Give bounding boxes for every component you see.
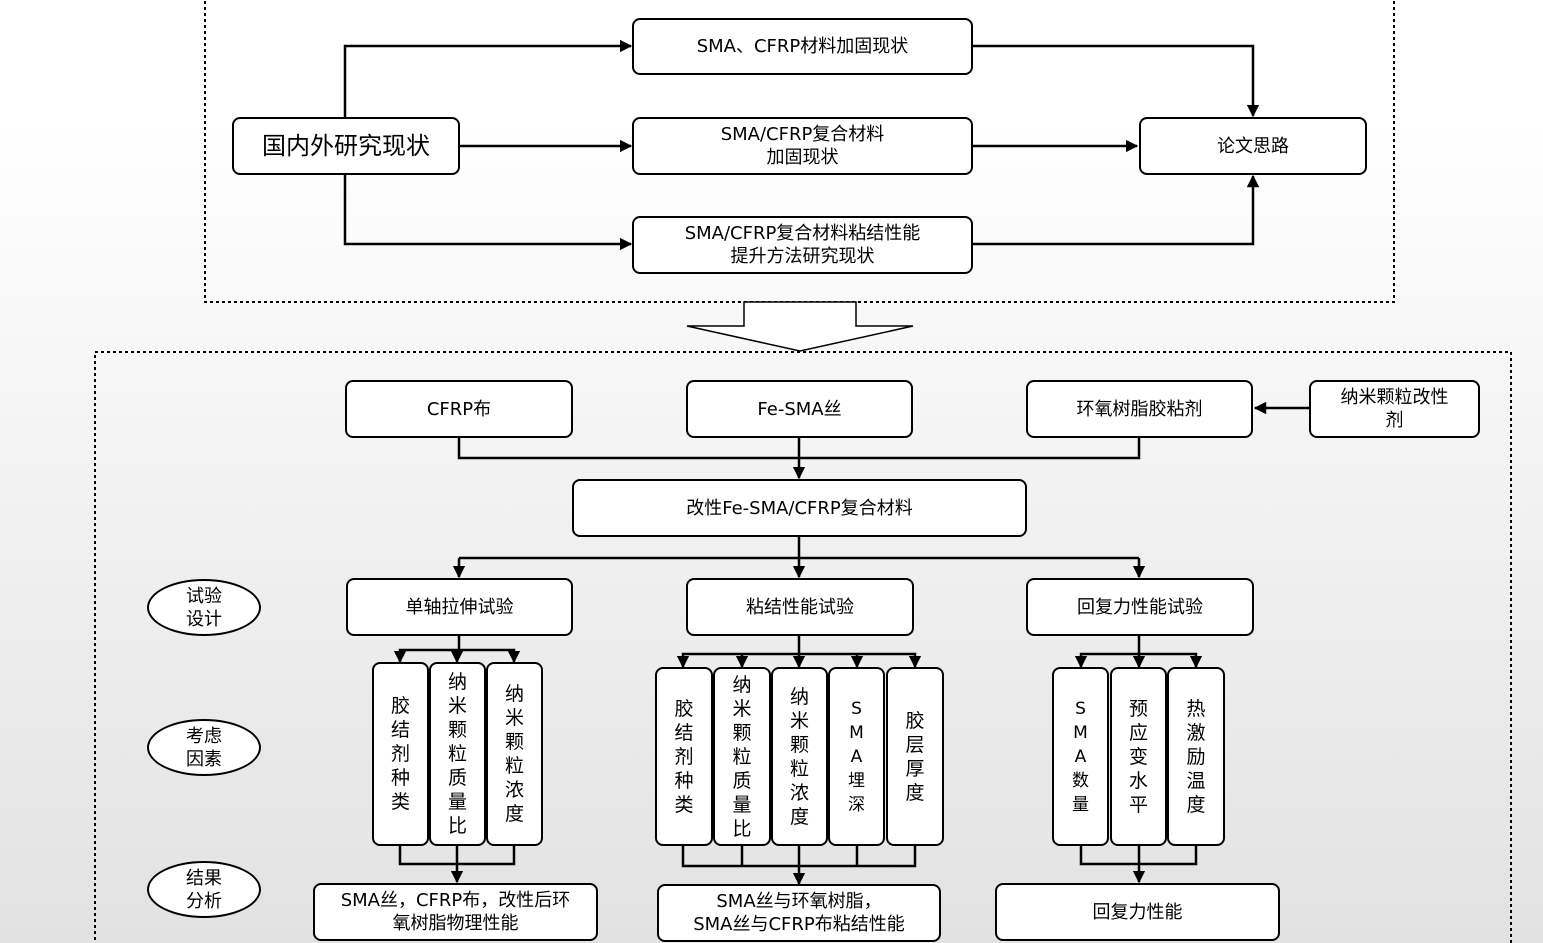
factor-label: SMA数量 [1072, 698, 1089, 815]
factor-box: 胶结剂种类 [372, 662, 429, 846]
factor-label: 胶层厚度 [905, 709, 925, 804]
factor-box: 纳米颗粒质量比 [429, 662, 486, 846]
factor-box: 胶层厚度 [886, 667, 944, 846]
factor-label: 纳米颗粒浓度 [790, 685, 810, 828]
factor-label: 纳米颗粒浓度 [505, 683, 525, 825]
modified-composite-box: 改性Fe-SMA/CFRP复合材料 [572, 479, 1027, 537]
factor-box: SMA埋深 [828, 667, 885, 846]
factor-box: SMA数量 [1052, 667, 1109, 846]
factor-box: 纳米颗粒质量比 [713, 667, 771, 846]
fe-sma-wire-box: Fe-SMA丝 [686, 380, 913, 438]
factor-label: SMA埋深 [848, 698, 865, 815]
factor-box: 预应变水平 [1110, 667, 1167, 846]
factor-label: 胶结剂种类 [674, 697, 694, 816]
recovery-test-box: 回复力性能试验 [1026, 578, 1254, 636]
factor-label: 热激励温度 [1186, 697, 1206, 816]
transition-arrow [686, 301, 914, 352]
epoxy-adhesive-box: 环氧树脂胶粘剂 [1026, 380, 1253, 438]
factor-box: 热激励温度 [1167, 667, 1225, 846]
composite-status-box: SMA/CFRP复合材料 加固现状 [632, 117, 973, 175]
bottom-dotted-frame [94, 351, 1512, 943]
factor-label: 纳米颗粒质量比 [732, 673, 752, 840]
bond-method-status-box: SMA/CFRP复合材料粘结性能 提升方法研究现状 [632, 216, 973, 274]
factor-label: 纳米颗粒质量比 [448, 671, 468, 837]
thesis-idea-box: 论文思路 [1139, 117, 1367, 175]
factor-box: 纳米颗粒浓度 [486, 662, 543, 846]
domestic-research-box: 国内外研究现状 [232, 117, 460, 175]
nano-modifier-box: 纳米颗粒改性 剂 [1309, 380, 1480, 438]
cfrp-cloth-box: CFRP布 [345, 380, 573, 438]
factor-label: 胶结剂种类 [391, 695, 411, 813]
results-label: 结果 分析 [147, 861, 261, 918]
uniaxial-test-box: 单轴拉伸试验 [346, 578, 573, 636]
factor-box: 胶结剂种类 [655, 667, 713, 846]
recovery-result-box: 回复力性能 [995, 883, 1280, 941]
factors-label: 考虑 因素 [147, 719, 261, 776]
test-design-label: 试验 设计 [147, 579, 261, 636]
factor-label: 预应变水平 [1129, 697, 1149, 816]
bond-test-box: 粘结性能试验 [686, 578, 914, 636]
sma-cfrp-status-box: SMA、CFRP材料加固现状 [632, 18, 973, 75]
uniaxial-result-box: SMA丝，CFRP布，改性后环 氧树脂物理性能 [313, 883, 598, 941]
factor-box: 纳米颗粒浓度 [771, 667, 828, 846]
bond-result-box: SMA丝与环氧树脂， SMA丝与CFRP布粘结性能 [657, 884, 941, 942]
